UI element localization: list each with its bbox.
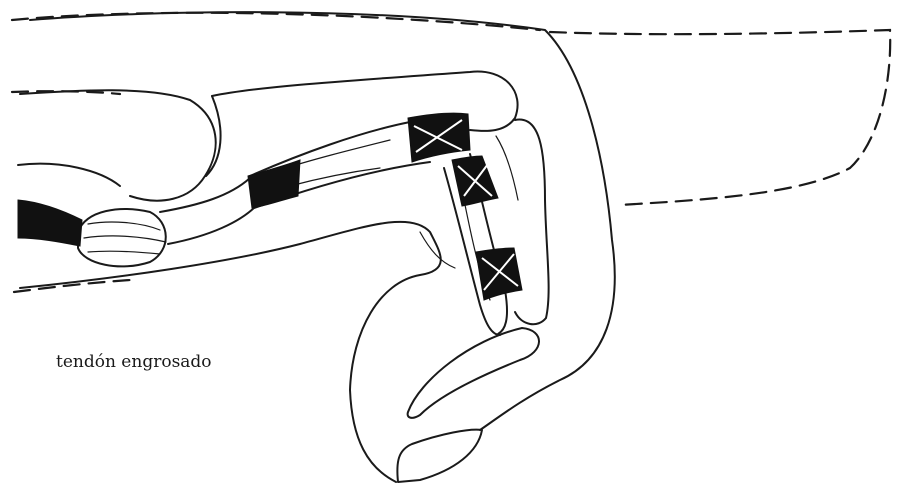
tendon-label: tendón engrosado [56,352,212,372]
tendon-nodule [78,209,166,266]
fingertip-nail [397,430,482,482]
metacarpal-bone [18,90,216,200]
middle-phalanx [515,120,549,325]
